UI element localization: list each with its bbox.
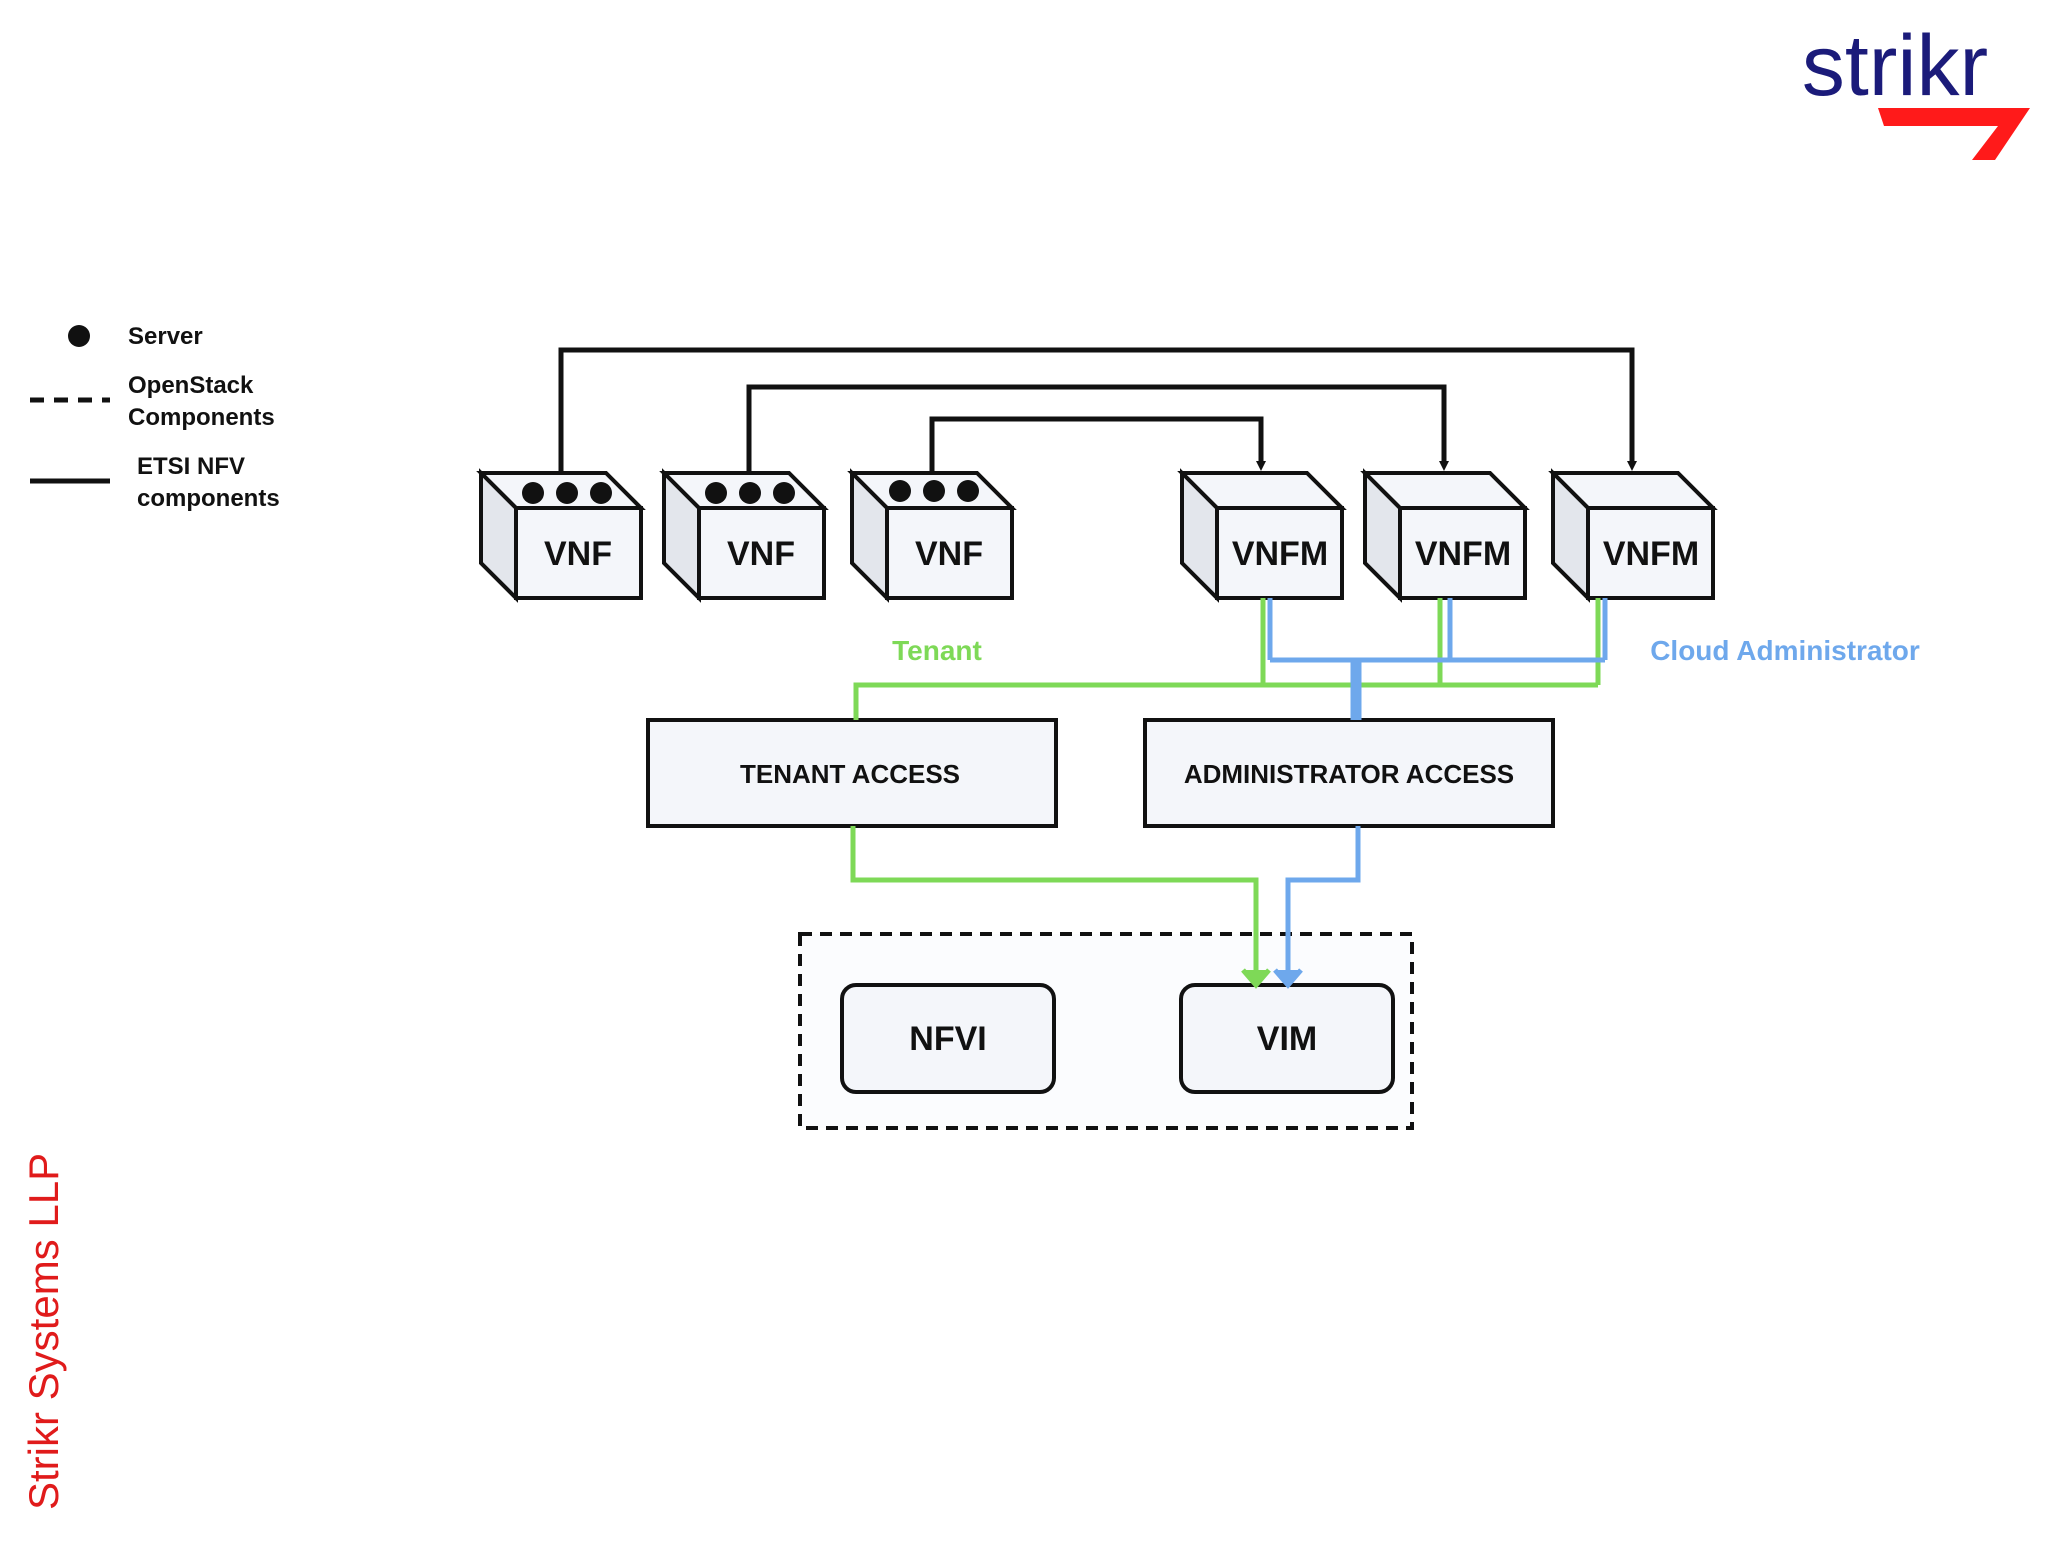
nfvi-label: NFVI: [909, 1020, 986, 1058]
tenant-access-box: TENANT ACCESS: [646, 718, 1058, 828]
strikr-logo: strikr: [1802, 18, 2030, 160]
etsi-connectors: [558, 347, 1637, 472]
vnf-cube-2: VNF: [659, 468, 829, 603]
server-dot-icon: [773, 482, 795, 504]
server-dot-icon: [957, 480, 979, 502]
admin-connectors: [1267, 598, 1608, 989]
vnf-cube-3: VNF: [847, 468, 1017, 603]
nfvi-box: NFVI: [840, 983, 1056, 1094]
legend-server-label: Server: [128, 323, 203, 350]
vnfm-label-2: VNFM: [1415, 535, 1511, 573]
vnfm-cube-1: VNFM: [1177, 468, 1347, 603]
administrator-access-label: ADMINISTRATOR ACCESS: [1184, 759, 1514, 789]
vnfm-label-3: VNFM: [1603, 535, 1699, 573]
legend: Server OpenStack Components ETSI NFV com…: [30, 323, 280, 512]
vnf-label-2: VNF: [727, 535, 795, 573]
vnf-label-1: VNF: [544, 535, 612, 573]
legend-etsi-line2: components: [137, 485, 280, 512]
legend-etsi-line1: ETSI NFV: [137, 453, 245, 480]
connector-vnf3-vnfm1: [929, 416, 1266, 472]
server-dot-icon: [923, 480, 945, 502]
administrator-access-box: ADMINISTRATOR ACCESS: [1143, 718, 1555, 828]
footer-company-name: Strikr Systems LLP: [20, 1152, 67, 1510]
server-dot-icon: [68, 325, 90, 347]
tenant-access-label: TENANT ACCESS: [740, 759, 960, 789]
connector-vnf2-vnfm2: [746, 384, 1449, 472]
legend-openstack-line1: OpenStack: [128, 372, 254, 399]
vim-label: VIM: [1257, 1020, 1317, 1058]
server-dot-icon: [590, 482, 612, 504]
logo-swoosh-icon: [1878, 108, 2030, 160]
cloud-administrator-label: Cloud Administrator: [1650, 635, 1920, 666]
connector-vnf1-vnfm3: [558, 347, 1637, 472]
server-dot-icon: [889, 480, 911, 502]
tenant-label: Tenant: [892, 635, 982, 666]
vnfm-label-1: VNFM: [1232, 535, 1328, 573]
vnfm-cube-3: VNFM: [1548, 468, 1718, 603]
vim-box: VIM: [1179, 983, 1395, 1094]
logo-wordmark: strikr: [1802, 18, 1988, 114]
server-dot-icon: [739, 482, 761, 504]
server-dot-icon: [522, 482, 544, 504]
vnf-cube-1: VNF: [476, 468, 646, 603]
vnfm-cube-2: VNFM: [1360, 468, 1530, 603]
server-dot-icon: [556, 482, 578, 504]
vnf-label-3: VNF: [915, 535, 983, 573]
legend-openstack-line2: Components: [128, 404, 275, 431]
server-dot-icon: [705, 482, 727, 504]
